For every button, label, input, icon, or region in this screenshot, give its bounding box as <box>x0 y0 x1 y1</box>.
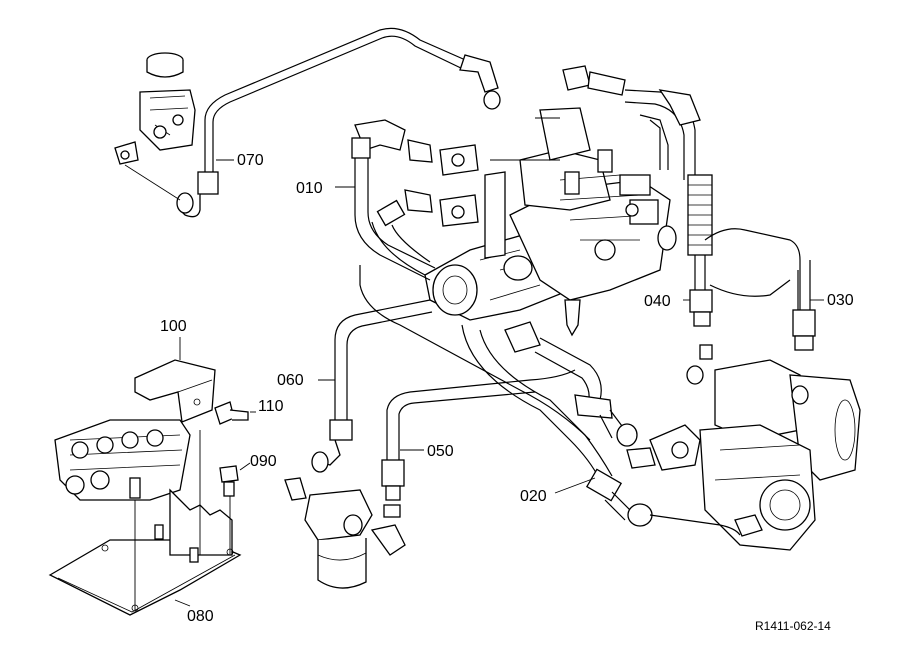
callout-050: 050 <box>427 443 454 460</box>
reference-code: R1411-062-14 <box>755 619 831 633</box>
solenoid-valve <box>114 52 196 165</box>
hose-010 <box>351 119 506 281</box>
hydraulic-motor <box>649 344 861 551</box>
hose-050 <box>381 369 576 518</box>
callout-110: 110 <box>258 398 284 415</box>
hose-070-return-line <box>124 164 181 201</box>
control-valve <box>54 419 191 501</box>
flange-fitting <box>626 424 701 471</box>
callout-020: 020 <box>520 488 547 505</box>
hose-030 <box>704 228 816 351</box>
leader-020 <box>554 477 596 494</box>
hose-020 <box>461 321 653 527</box>
hose-040 <box>624 89 713 327</box>
hydraulic-pump-assembly <box>404 65 677 337</box>
bracket-100 <box>134 359 216 423</box>
callout-080: 080 <box>187 608 214 625</box>
callout-070: 070 <box>237 152 264 169</box>
hose-070 <box>176 27 501 218</box>
bolt-090 <box>219 462 251 497</box>
hose-060 <box>311 299 433 473</box>
callout-090: 090 <box>250 453 277 470</box>
pilot-line <box>359 265 591 441</box>
callout-040: 040 <box>644 293 671 310</box>
callout-010: 010 <box>296 180 323 197</box>
callout-100: 100 <box>160 318 187 335</box>
callout-060: 060 <box>277 372 304 389</box>
leader-080 <box>174 599 191 607</box>
bolt-110 <box>214 401 256 425</box>
callout-030: 030 <box>827 292 854 309</box>
oil-filter <box>284 477 406 589</box>
